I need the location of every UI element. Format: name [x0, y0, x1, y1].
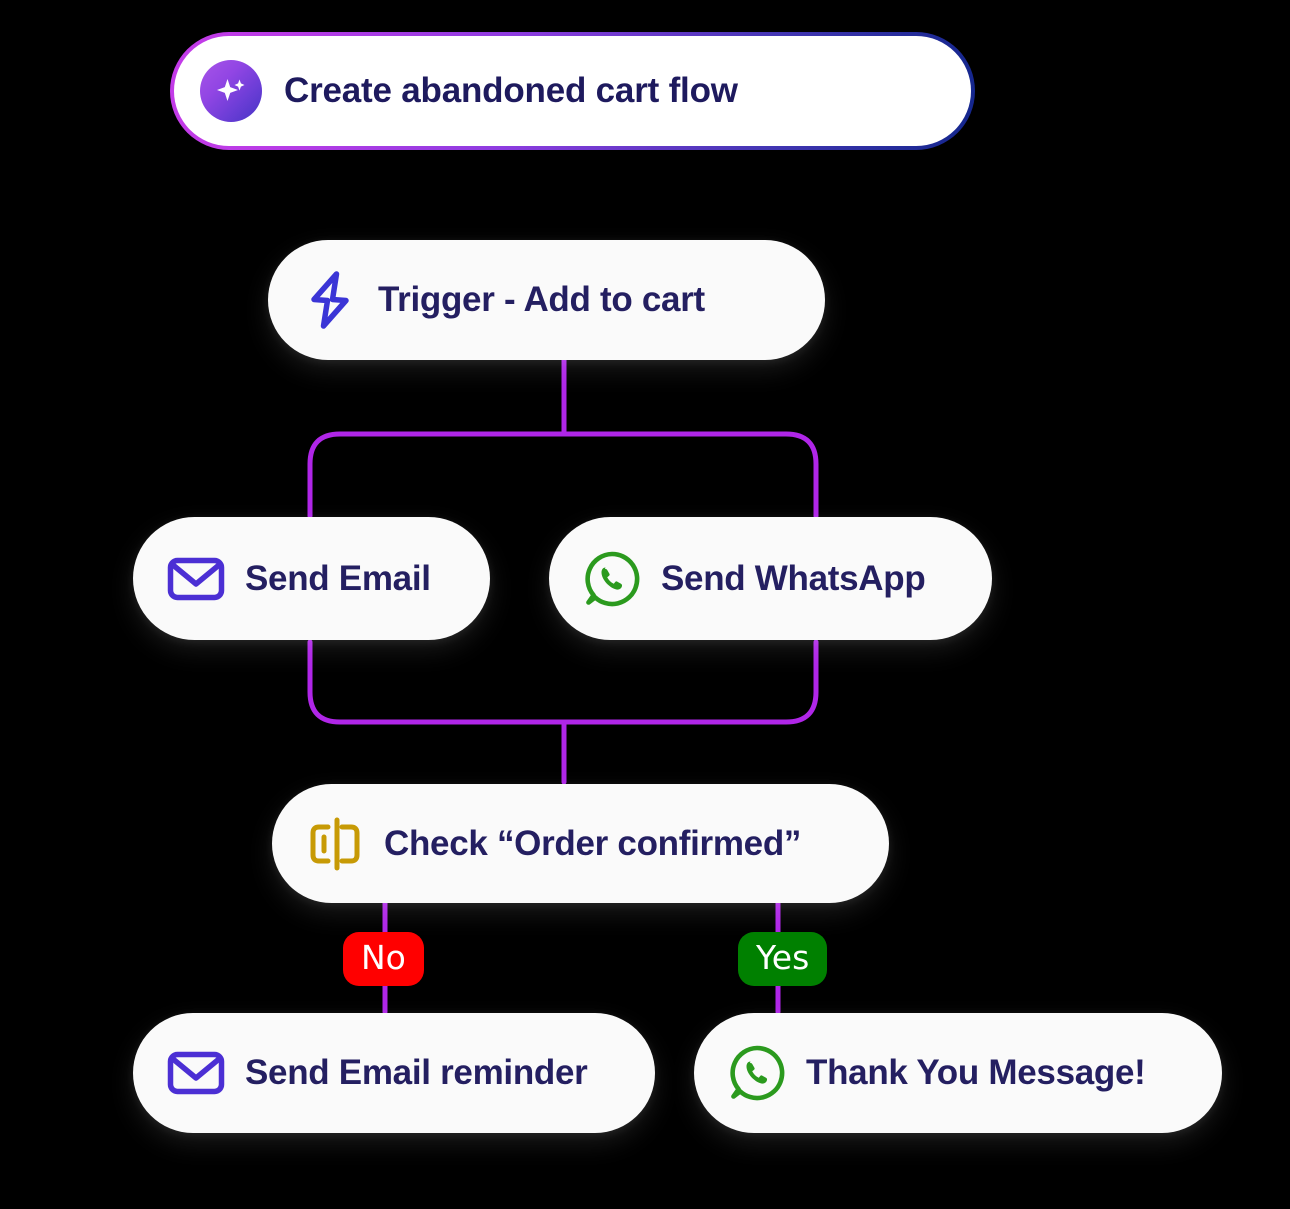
flow-node-check-order[interactable]: Check “Order confirmed” [272, 784, 889, 903]
envelope-icon [167, 1049, 225, 1097]
flow-node-label: Send WhatsApp [661, 558, 926, 598]
flow-node-label: Check “Order confirmed” [384, 823, 802, 863]
sparkle-icon [200, 60, 262, 122]
flow-node-email-reminder[interactable]: Send Email reminder [133, 1013, 655, 1133]
whatsapp-icon [583, 550, 641, 608]
connector-split-left [307, 431, 567, 519]
flow-node-send-email[interactable]: Send Email [133, 517, 490, 640]
prompt-text: Create abandoned cart flow [284, 71, 738, 110]
connector-split-right [561, 431, 819, 519]
flow-node-trigger[interactable]: Trigger - Add to cart [268, 240, 825, 360]
branch-badge-no: No [343, 932, 424, 986]
flow-node-thank-you[interactable]: Thank You Message! [694, 1013, 1222, 1133]
flow-node-label: Thank You Message! [806, 1053, 1146, 1092]
connector-merge-left [307, 639, 567, 725]
branch-badge-yes: Yes [738, 932, 828, 986]
lightning-bolt-icon [302, 269, 358, 331]
condition-split-icon [306, 815, 364, 873]
flow-node-label: Send Email reminder [245, 1053, 588, 1092]
flow-node-label: Trigger - Add to cart [378, 280, 705, 319]
prompt-inner: Create abandoned cart flow [174, 36, 971, 146]
whatsapp-icon [728, 1044, 786, 1102]
envelope-icon [167, 555, 225, 603]
flow-node-label: Send Email [245, 558, 431, 598]
create-flow-prompt-pill[interactable]: Create abandoned cart flow [170, 32, 975, 150]
flow-node-send-whatsapp[interactable]: Send WhatsApp [549, 517, 992, 640]
connector-merge-right [561, 639, 819, 725]
